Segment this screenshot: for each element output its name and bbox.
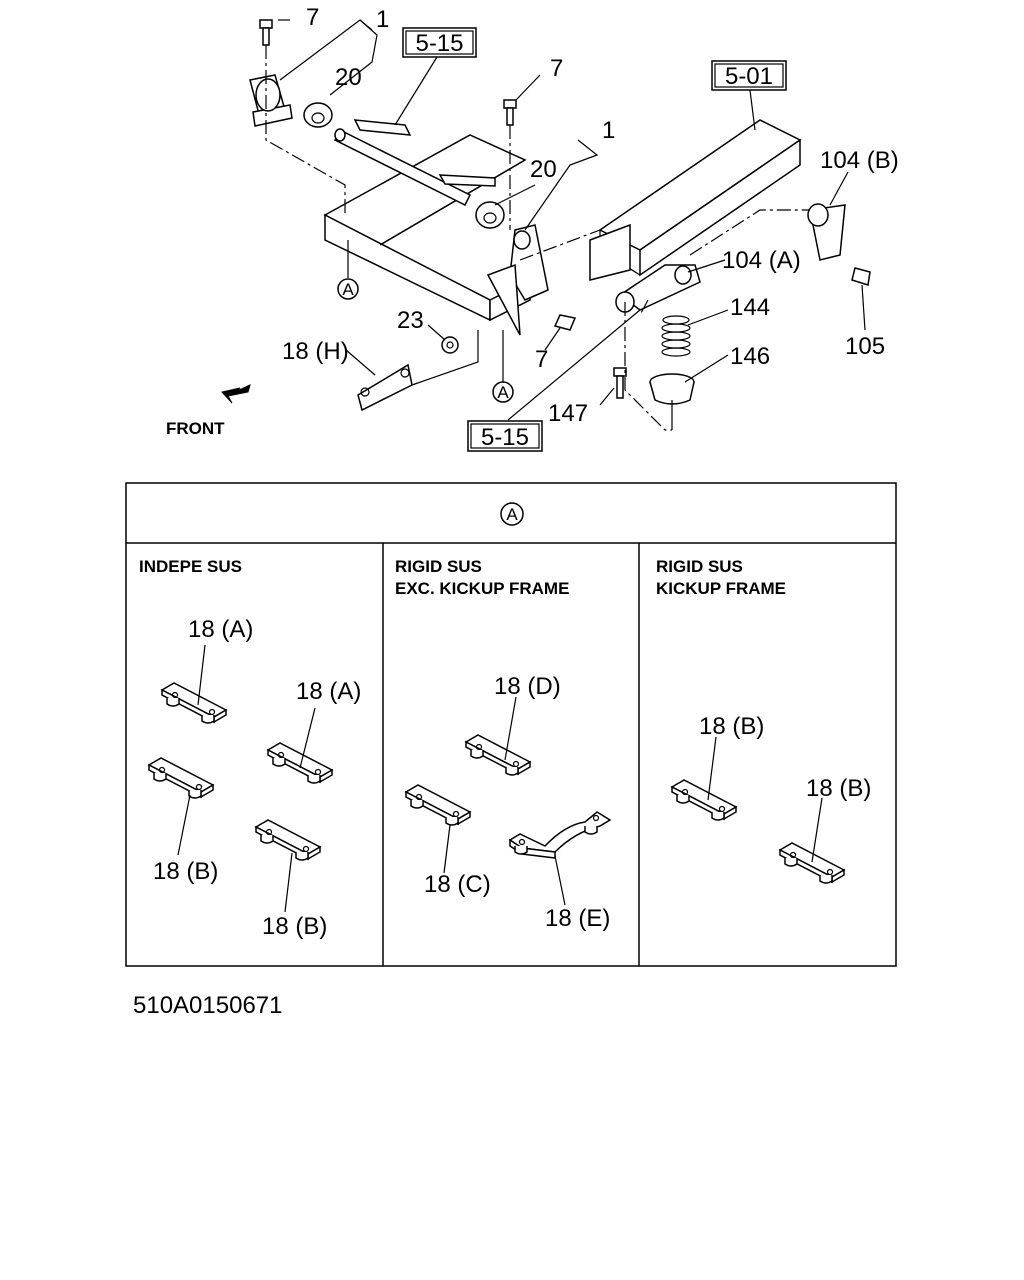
spring-144 <box>661 315 691 357</box>
shaft <box>333 119 496 207</box>
plate-18b-3 <box>671 779 737 821</box>
label-18c: 18 (C) <box>424 871 491 898</box>
stopper-104a <box>615 264 701 313</box>
callout-23: 23 <box>397 307 424 334</box>
bolt-147 <box>613 367 627 399</box>
left-bushing <box>303 102 333 128</box>
panel-2-title-line2: EXC. KICKUP FRAME <box>395 579 569 598</box>
plate-18b-2 <box>255 819 321 861</box>
panel-1-title: INDEPE SUS <box>139 557 242 576</box>
plate-18e <box>508 811 612 859</box>
plate-18b-1 <box>148 757 214 799</box>
ref-box-5-15-top[interactable]: 5-15 <box>402 27 477 58</box>
plate-18a-1 <box>161 682 227 724</box>
plate-18d <box>465 734 531 776</box>
callout-146: 146 <box>730 343 770 370</box>
gusset-plate <box>486 263 521 336</box>
left-mount-bracket <box>249 74 293 127</box>
exploded-view <box>249 19 871 431</box>
svg-text:A: A <box>342 280 354 299</box>
svg-text:A: A <box>506 505 518 524</box>
center-bolt <box>503 99 517 126</box>
detail-table <box>125 482 897 967</box>
callout-147: 147 <box>548 400 588 427</box>
svg-text:5-01: 5-01 <box>725 63 773 90</box>
callout-7-top-left: 7 <box>306 4 319 31</box>
callout-7-lower: 7 <box>535 346 548 373</box>
panel-3-title-line1: RIGID SUS <box>656 557 743 576</box>
right-bracket-plate <box>589 223 631 281</box>
callout-105: 105 <box>845 333 885 360</box>
side-bolt <box>553 314 577 331</box>
label-18d: 18 (D) <box>494 673 561 700</box>
label-18a-2: 18 (A) <box>296 678 361 705</box>
plate-18h <box>357 363 413 412</box>
center-mount-bracket <box>509 224 549 301</box>
label-18a-1: 18 (A) <box>188 616 253 643</box>
left-bolt <box>259 19 273 46</box>
panel-2-title-line1: RIGID SUS <box>395 557 482 576</box>
front-arrow-icon <box>221 384 251 404</box>
ref-box-5-01[interactable]: 5-01 <box>711 60 787 91</box>
svg-text:5-15: 5-15 <box>415 30 463 57</box>
callout-104b: 104 (B) <box>820 147 899 174</box>
callout-7-center: 7 <box>550 55 563 82</box>
label-18b-3: 18 (B) <box>699 713 764 740</box>
label-18e: 18 (E) <box>545 905 610 932</box>
stopper-104b <box>807 203 846 261</box>
plate-18b-4 <box>779 842 845 884</box>
callout-20-left: 20 <box>335 64 362 91</box>
callout-1-left: 1 <box>376 6 389 33</box>
front-label: FRONT <box>166 419 225 438</box>
label-18b-1: 18 (B) <box>153 858 218 885</box>
plate-18a-2 <box>267 742 333 784</box>
nut-23 <box>441 336 459 354</box>
svg-text:A: A <box>497 383 509 402</box>
plate-18c <box>405 784 471 826</box>
callout-104a: 104 (A) <box>722 247 801 274</box>
callout-1-center: 1 <box>602 117 615 144</box>
seat-146 <box>649 373 695 405</box>
center-bushing <box>475 201 505 229</box>
callout-18h: 18 (H) <box>282 338 349 365</box>
svg-text:5-15: 5-15 <box>481 424 529 451</box>
ref-box-5-15-bottom[interactable]: 5-15 <box>467 420 543 452</box>
marker-a-left[interactable]: A <box>337 278 359 300</box>
label-18b-2: 18 (B) <box>262 913 327 940</box>
marker-a-right[interactable]: A <box>492 381 514 403</box>
panel-3-title-line2: KICKUP FRAME <box>656 579 786 598</box>
bolt-105 <box>851 267 871 286</box>
label-18b-4: 18 (B) <box>806 775 871 802</box>
callout-20-center: 20 <box>530 156 557 183</box>
detail-header-marker: A <box>500 502 524 526</box>
diagram-id: 510A0150671 <box>133 992 282 1019</box>
callout-144: 144 <box>730 294 770 321</box>
